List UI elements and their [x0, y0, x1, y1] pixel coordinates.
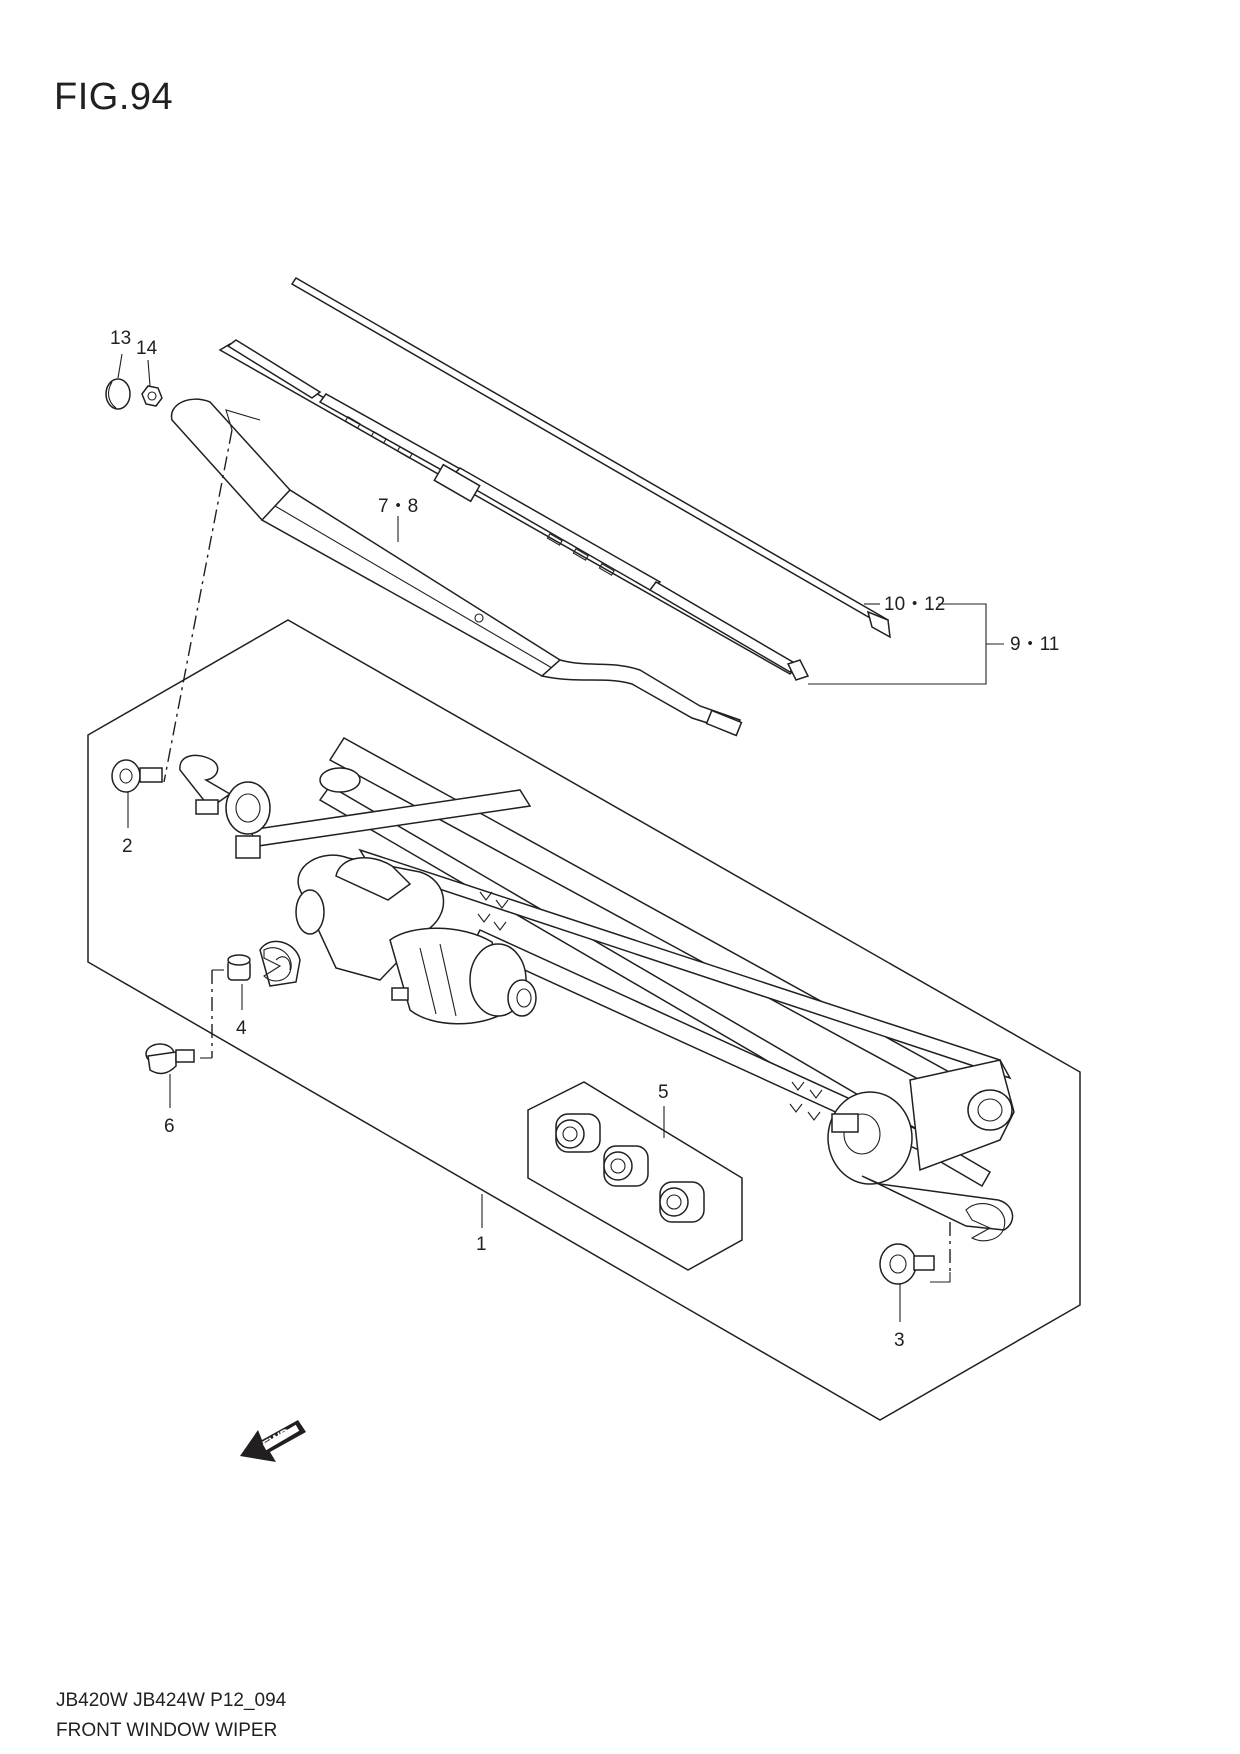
- wiper-blade-refill: [290, 276, 891, 639]
- callout-3: 3: [894, 1330, 905, 1351]
- pivot-bolt-right: [879, 1243, 935, 1285]
- right-pivot: [827, 1059, 1015, 1231]
- wiper-blade: [218, 339, 810, 681]
- arm-nut-cap: [105, 378, 131, 410]
- fwd-arrow-icon: FWD: [240, 1420, 306, 1462]
- wiper-arm: [170, 398, 743, 737]
- figure-name: FRONT WINDOW WIPER: [56, 1720, 278, 1741]
- assembly-boundary: [87, 619, 1081, 1421]
- mounting-bolt: [145, 1043, 195, 1075]
- pivot-bolt-left: [111, 759, 163, 793]
- bushing-set: [527, 1081, 743, 1271]
- callout-10-12: 10・12: [884, 594, 945, 615]
- blade-slots: [344, 416, 615, 576]
- bushing-2: [603, 1145, 649, 1187]
- figure-title: FIG.94: [54, 76, 174, 118]
- bushing-1: [555, 1113, 601, 1153]
- callout-13: 13: [110, 328, 131, 349]
- callout-6: 6: [164, 1116, 175, 1137]
- wiper-motor: [259, 854, 537, 1025]
- bushing-3: [659, 1181, 705, 1223]
- callout-4: 4: [236, 1018, 247, 1039]
- rod-clip-marks: [477, 891, 823, 1121]
- callout-5: 5: [658, 1082, 669, 1103]
- grommet-bushing: [227, 954, 251, 981]
- callout-7-8: 7・8: [378, 496, 418, 517]
- arm-nut: [141, 385, 163, 407]
- callout-2: 2: [122, 836, 133, 857]
- leader-lines: [117, 353, 1004, 1322]
- callout-9-11: 9・11: [1010, 634, 1059, 655]
- callout-14: 14: [136, 338, 158, 359]
- model-code: JB420W JB424W P12_094: [56, 1690, 287, 1711]
- left-pivot: [179, 754, 361, 859]
- callout-1: 1: [476, 1234, 487, 1255]
